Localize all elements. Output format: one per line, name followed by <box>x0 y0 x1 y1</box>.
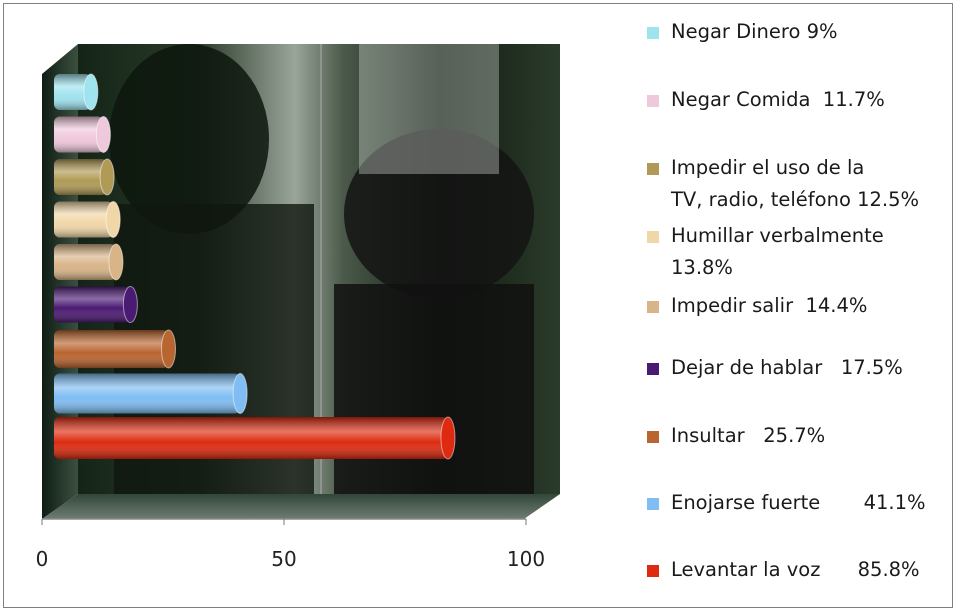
legend-label-9: Levantar la voz 85.8% <box>671 558 920 581</box>
x-tick-label-100: 100 <box>507 547 545 571</box>
legend-swatch-1 <box>647 27 659 39</box>
bar-chart: 0 50 100 <box>36 44 560 571</box>
bg-shape-right <box>344 129 534 299</box>
bar-cap-5 <box>108 243 124 281</box>
bar-shade-6 <box>54 286 131 323</box>
bar-shade-9 <box>54 417 448 459</box>
bar-cap-2 <box>95 116 111 153</box>
legend-label-3: Impedir el uso de la TV, radio, teléfono… <box>671 156 920 211</box>
x-tick-label-0: 0 <box>36 547 49 571</box>
legend-swatch-6 <box>647 363 659 375</box>
bar-shade-7 <box>54 330 169 368</box>
legend-swatch-2 <box>647 95 659 107</box>
bar-cap-9 <box>440 416 456 460</box>
legend-label-4: Humillar verbalmente 13.8% <box>671 224 884 279</box>
bar-shade-2 <box>54 116 104 153</box>
bar-shade-4 <box>54 201 114 238</box>
bar-8 <box>54 373 248 414</box>
bar-5 <box>54 243 124 281</box>
bar-cap-8 <box>232 373 248 414</box>
legend-label-2: Negar Comida 11.7% <box>671 88 885 111</box>
legend-swatch-7 <box>647 431 659 443</box>
chart-frame: 0 50 100 Negar Dinero 9% Negar Comida 11.7%… <box>3 3 953 608</box>
x-tick-label-50: 50 <box>271 547 296 571</box>
x-axis-ticks: 0 50 100 <box>36 519 545 571</box>
bar-7 <box>54 329 177 369</box>
legend-label-5: Impedir salir 14.4% <box>671 294 868 317</box>
bar-shade-8 <box>54 373 241 414</box>
bar-cap-3 <box>99 158 115 196</box>
bg-door <box>359 44 499 174</box>
bar-cap-1 <box>83 73 99 111</box>
bar-cap-6 <box>122 286 138 323</box>
legend-swatch-8 <box>647 498 659 510</box>
bar-1 <box>54 73 99 111</box>
plot-floor <box>42 494 560 519</box>
legend-swatch-3 <box>647 163 659 175</box>
legend-label-8: Enojarse fuerte 41.1% <box>671 491 926 514</box>
bar-shade-3 <box>54 159 108 195</box>
bar-4 <box>54 201 121 238</box>
bar-6 <box>54 286 138 323</box>
legend-label-1: Negar Dinero 9% <box>671 20 838 43</box>
bar-shade-1 <box>54 74 91 110</box>
bar-cap-4 <box>105 201 121 238</box>
legend-swatch-4 <box>647 231 659 243</box>
bg-shape-right-body <box>334 284 534 494</box>
legend-label-6: Dejar de hablar 17.5% <box>671 356 903 379</box>
bar-9 <box>54 416 456 460</box>
bg-shape-left <box>109 44 269 234</box>
bar-3 <box>54 158 115 196</box>
legend-swatch-9 <box>647 565 659 577</box>
legend-label-7: Insultar 25.7% <box>671 424 826 447</box>
legend-swatch-5 <box>647 301 659 313</box>
bar-shade-5 <box>54 244 116 280</box>
bar-2 <box>54 116 111 153</box>
bar-cap-7 <box>161 329 177 369</box>
bars-group <box>54 73 456 460</box>
